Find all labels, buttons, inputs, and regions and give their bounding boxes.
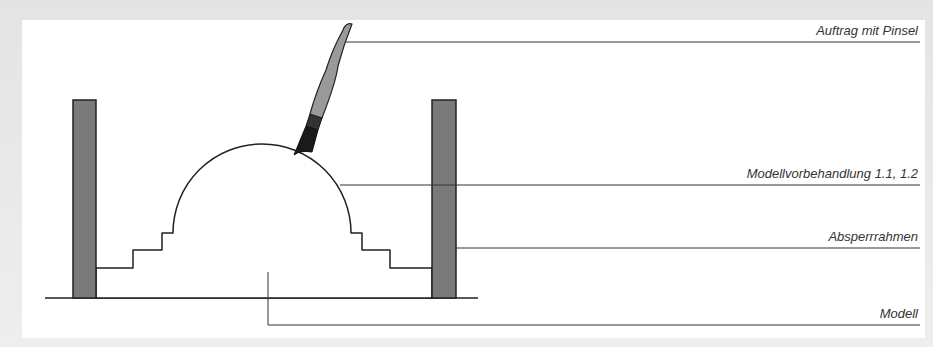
leader-line	[346, 42, 920, 43]
brush-bristles	[294, 126, 318, 155]
leader-line	[456, 248, 920, 249]
brush-handle	[310, 24, 352, 118]
part-label: Absperrrahmen	[828, 230, 918, 245]
model-shape	[96, 144, 432, 298]
part-label: Modell	[880, 307, 918, 322]
frame-bar	[73, 100, 96, 298]
part-label: Auftrag mit Pinsel	[816, 24, 918, 39]
leader-line	[268, 272, 920, 325]
leader-line	[340, 185, 920, 186]
part-label: Modellvorbehandlung 1.1, 1.2	[747, 167, 918, 182]
frame-bar	[432, 100, 456, 298]
